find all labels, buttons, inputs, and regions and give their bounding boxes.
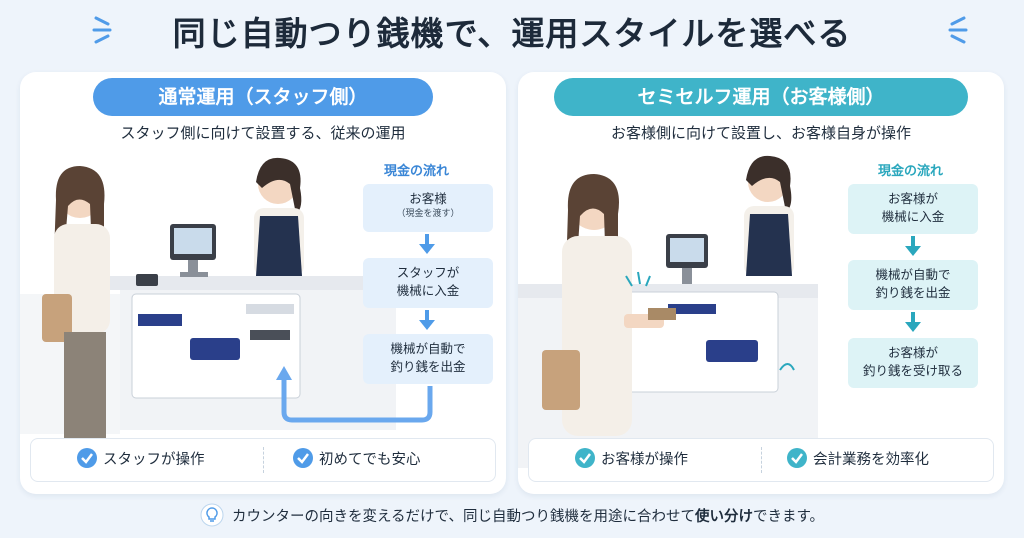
mode-description: スタッフ側に向けて設置する、従来の運用 [120, 124, 406, 142]
footer-note: カウンターの向きを変えるだけで、同じ自動つり銭機を用途に合わせて使い分けできます… [0, 500, 1024, 534]
feature-bar: お客様が操作 会計業務を効率化 [528, 438, 994, 482]
page-title: 同じ自動つり銭機で、運用スタイルを選べる [172, 14, 852, 53]
flow-step: 機械が自動で 釣り銭を出金 [363, 334, 493, 384]
feature-item: お客様が操作 [575, 439, 688, 481]
arrow-down-icon [905, 236, 921, 256]
arrow-down-icon [419, 234, 435, 254]
feature-bar: スタッフが操作 初めてでも安心 [30, 438, 496, 482]
footer-emphasis: 使い分け [694, 509, 753, 525]
sparkle-icon [92, 16, 112, 44]
flow-title: 現金の流れ [878, 164, 944, 179]
arrow-down-icon [419, 310, 435, 330]
divider [761, 447, 762, 473]
mode-label-normal: 通常運用（スタッフ側） [93, 78, 433, 116]
feature-item: 初めてでも安心 [293, 439, 421, 481]
divider [263, 447, 264, 473]
flow-step: お客様が 機械に入金 [848, 184, 978, 234]
flow-title: 現金の流れ [384, 164, 450, 179]
return-arrow-icon [281, 376, 433, 423]
illustration-staff-operation [20, 157, 433, 452]
arrow-down-icon [905, 312, 921, 332]
feature-item: 会計業務を効率化 [787, 439, 929, 481]
check-icon [575, 448, 595, 468]
mode-description: お客様側に向けて設置し、お客様自身が操作 [610, 124, 911, 142]
check-icon [787, 448, 807, 468]
check-icon [293, 448, 313, 468]
flow-step: お客様 （現金を渡す） [363, 184, 493, 232]
sparkle-icon [948, 16, 968, 44]
flow-step: スタッフが 機械に入金 [363, 258, 493, 308]
flow-step: 機械が自動で 釣り銭を出金 [848, 260, 978, 310]
flow-step: お客様が 釣り銭を受け取る [848, 338, 978, 388]
feature-item: スタッフが操作 [77, 439, 205, 481]
lightbulb-icon [200, 503, 224, 527]
check-icon [77, 448, 97, 468]
panel-normal-operation: 通常運用（スタッフ側） スタッフ側に向けて設置する、従来の運用 現金の流れ [20, 72, 506, 494]
panel-semi-self-operation: セミセルフ運用（お客様側） お客様側に向けて設置し、お客様自身が操作 [518, 72, 1004, 494]
mode-label-semi-self: セミセルフ運用（お客様側） [554, 78, 968, 116]
